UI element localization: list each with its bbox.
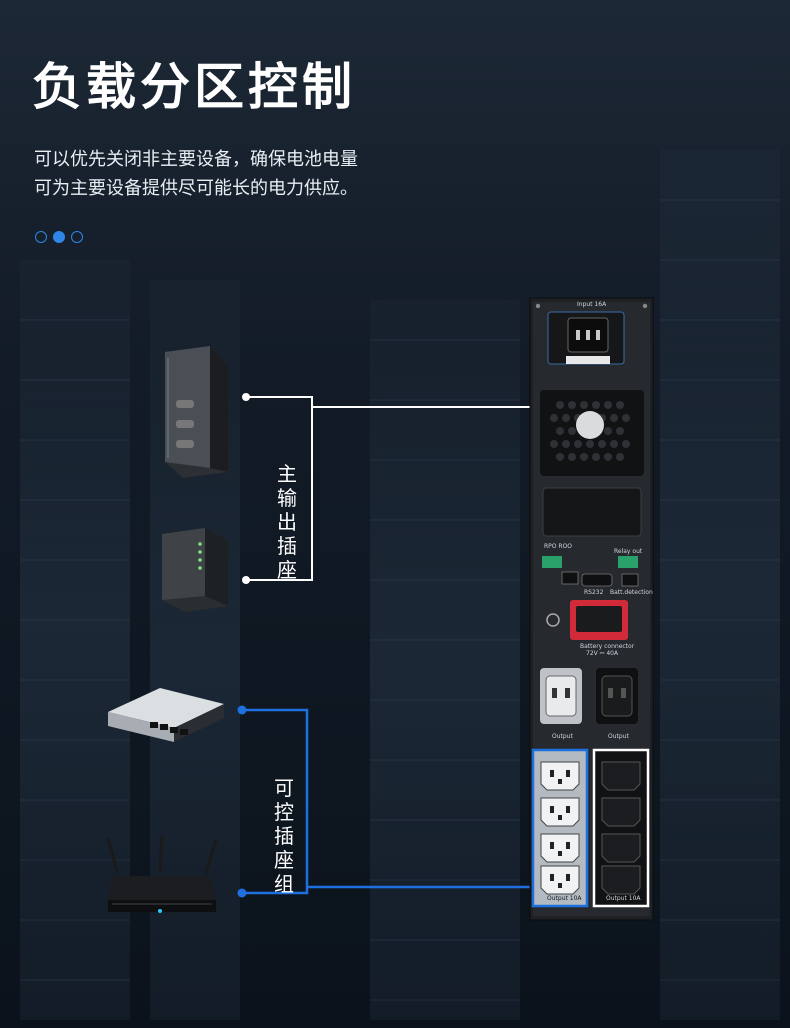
controllable-outlet-char: 插 bbox=[274, 824, 294, 848]
carousel-indicator bbox=[35, 231, 83, 243]
relay-label: Relay out bbox=[614, 548, 643, 555]
battery-connector-label: Battery connector bbox=[580, 643, 635, 650]
controllable-outlet-char: 组 bbox=[274, 872, 294, 896]
wifi-router-icon bbox=[106, 835, 218, 913]
main-outlet-char: 主 bbox=[277, 462, 297, 486]
main-outlet-char: 座 bbox=[277, 558, 297, 582]
rs232-label: RS232 bbox=[584, 589, 604, 596]
controllable-outlet-char: 控 bbox=[274, 800, 294, 824]
controllable-outlet-connector bbox=[242, 708, 533, 895]
batt-detection-label: Batt.detection bbox=[610, 589, 653, 596]
ups-rear-panel bbox=[529, 297, 654, 921]
connector-dot-nas bbox=[242, 576, 250, 584]
controllable-outlet-char: 可 bbox=[274, 776, 294, 800]
carousel-dot-1[interactable] bbox=[35, 231, 47, 243]
page-title: 负载分区控制 bbox=[32, 58, 356, 116]
output-right-label: Output bbox=[608, 733, 629, 740]
main-outlet-char: 出 bbox=[277, 510, 297, 534]
connector-dot-router bbox=[237, 888, 247, 898]
controllable-outlet-label: 可 控 插 座 组 bbox=[272, 776, 296, 896]
output-group-left-label: Output 10A bbox=[547, 895, 582, 902]
nas-box-icon bbox=[162, 528, 228, 612]
controllable-outlet-char: 座 bbox=[274, 848, 294, 872]
description-line-1: 可以优先关闭非主要设备，确保电池电量 bbox=[34, 149, 358, 170]
main-outlet-label: 主 输 出 插 座 bbox=[275, 462, 299, 582]
main-outlet-char: 插 bbox=[277, 534, 297, 558]
network-switch-icon bbox=[108, 688, 224, 742]
output-group-right-label: Output 10A bbox=[606, 895, 641, 902]
connector-dot-switch bbox=[237, 705, 247, 715]
output-left-label: Output bbox=[552, 733, 573, 740]
description: 可以优先关闭非主要设备，确保电池电量 可为主要设备提供尽可能长的电力供应。 bbox=[34, 145, 358, 203]
description-line-2: 可为主要设备提供尽可能长的电力供应。 bbox=[34, 178, 358, 199]
carousel-dot-3[interactable] bbox=[71, 231, 83, 243]
connector-dot-server bbox=[242, 393, 250, 401]
carousel-dot-2-active[interactable] bbox=[53, 231, 65, 243]
battery-rating-label: 72V ⎓ 40A bbox=[586, 650, 619, 657]
rpo-label: RPO ROO bbox=[544, 543, 573, 550]
main-outlet-char: 输 bbox=[277, 486, 297, 510]
input-label: Input 16A bbox=[577, 301, 607, 308]
tower-server-icon bbox=[165, 346, 228, 478]
